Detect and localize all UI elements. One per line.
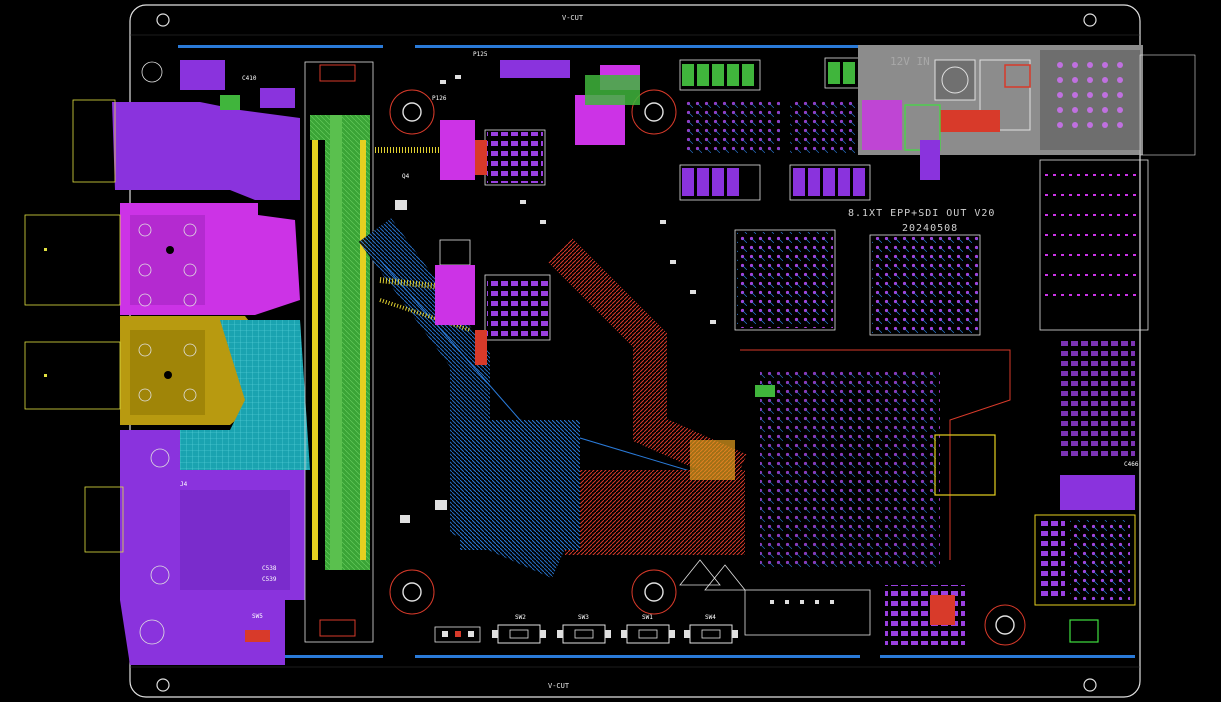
refdes-p125: P125: [473, 51, 488, 58]
trace-bundles: [358, 147, 747, 579]
circle-hole-icon: [156, 678, 170, 692]
bnc-connector-2: [24, 341, 121, 410]
refdes-sw3: SW3: [578, 614, 589, 621]
push-button-icon[interactable]: [492, 624, 546, 644]
bnc-pads: [138, 61, 197, 645]
refdes-p126: P126: [432, 95, 447, 102]
hdmi-connector: [84, 486, 124, 553]
refdes-j4: J4: [180, 481, 188, 488]
purple-pour-top: [112, 102, 300, 200]
circle-hole-icon: [389, 569, 435, 615]
board-date-label: 20240508: [902, 223, 959, 234]
refdes-sw1: SW1: [642, 614, 653, 621]
vcut-top-label: V-CUT: [562, 14, 584, 22]
ic-u-mid: [484, 274, 551, 341]
purple-pour-bottom-inner: [180, 490, 290, 590]
circle-hole-icon: [156, 13, 170, 27]
edge-bar-bottom-mid: [415, 655, 860, 658]
circle-hole-icon: [389, 89, 435, 135]
refdes-sw2: SW2: [515, 614, 526, 621]
fpga-region: [690, 229, 1011, 570]
left-copper-pours: [112, 102, 310, 665]
push-button-icon[interactable]: [684, 624, 738, 644]
circle-hole-icon: [1083, 13, 1097, 27]
push-button-icon[interactable]: [621, 624, 675, 644]
magenta-pour-inner: [130, 215, 205, 305]
refdes-c539: C539: [262, 576, 277, 583]
circle-hole-icon: [631, 89, 677, 135]
circle-hole-icon: [1083, 678, 1097, 692]
refdes-sw5: SW5: [252, 613, 263, 620]
refdes-c410: C410: [242, 75, 257, 82]
vcut-bottom-label: V-CUT: [548, 682, 570, 690]
power-input-label: 12V IN: [890, 55, 930, 68]
edge-bar-top-mid: [415, 45, 860, 48]
bnc-hole-markers: [44, 248, 47, 377]
left-connectors: [24, 99, 124, 553]
power-input-block: [858, 45, 1196, 156]
edge-bar-bottom-right: [880, 655, 1135, 658]
refdes-c466: C466: [1124, 461, 1139, 468]
fpc-connector: [304, 61, 374, 643]
usb-connector: [72, 99, 116, 183]
mounting-holes: [156, 13, 1097, 692]
push-button-icon[interactable]: [557, 624, 611, 644]
pin-header-icon: [434, 626, 481, 643]
bottom-switches: [434, 624, 738, 644]
edge-bar-top-left: [178, 45, 383, 48]
circle-hole-icon: [631, 569, 677, 615]
esd-warning-marks: [679, 559, 746, 591]
right-bottom-components: [744, 340, 1136, 645]
bnc-connector-1: [24, 214, 121, 306]
cyan-pour: [180, 320, 310, 470]
refdes-sw4: SW4: [705, 614, 716, 621]
circle-hole-icon: [984, 604, 1026, 646]
board-name-label: 8.1XT EPP+SDI OUT V20: [848, 208, 996, 219]
refdes-q4: Q4: [402, 173, 410, 180]
refdes-c538: C538: [262, 565, 277, 572]
right-connector: [1039, 159, 1149, 331]
